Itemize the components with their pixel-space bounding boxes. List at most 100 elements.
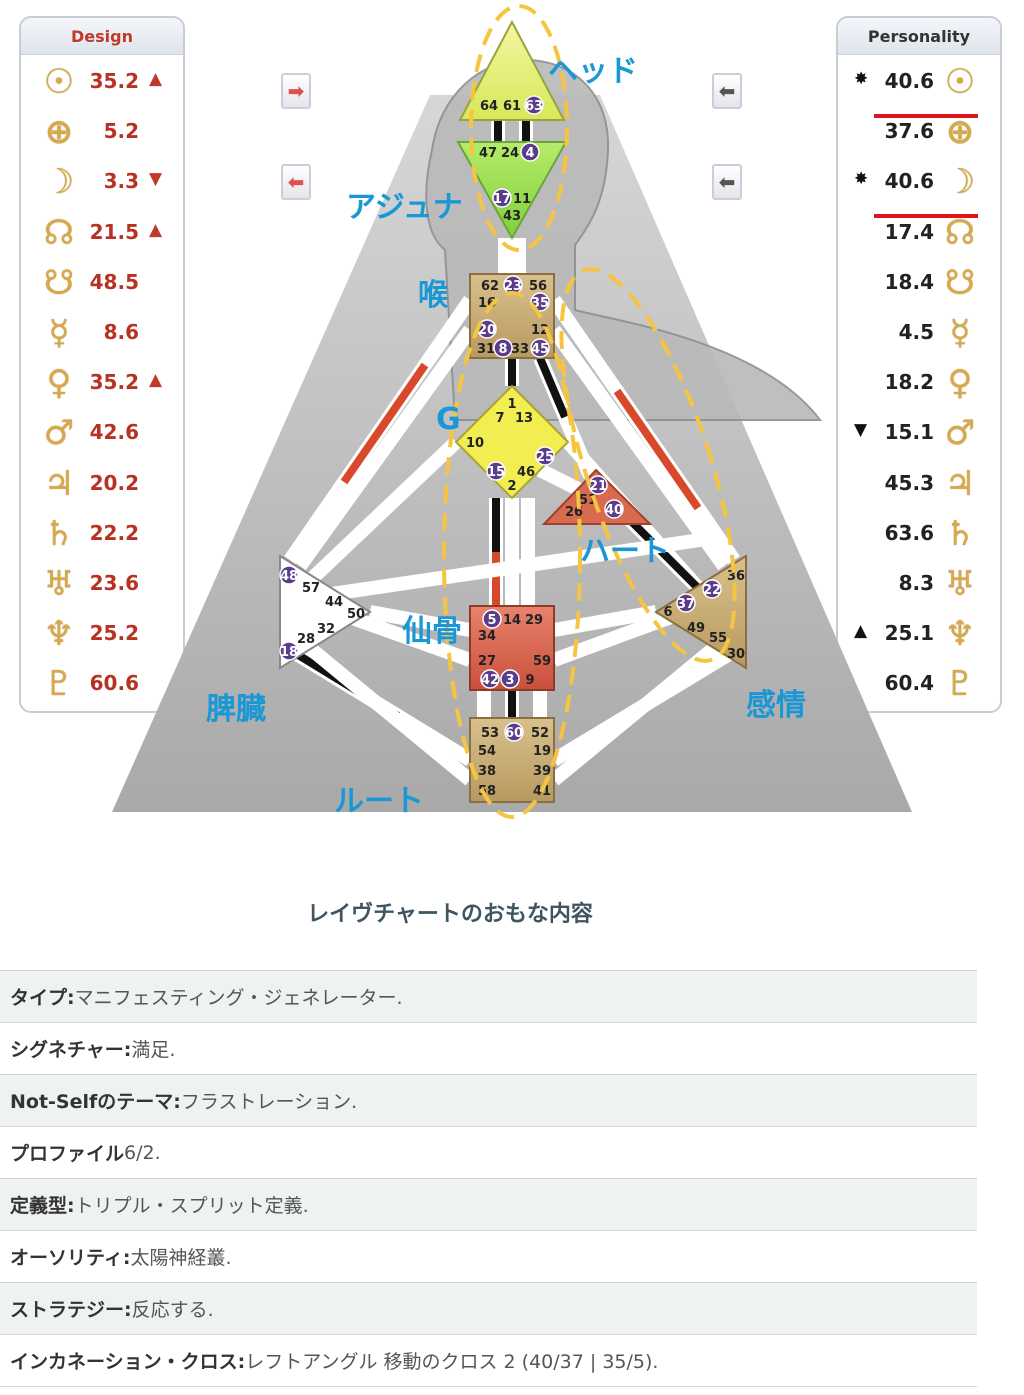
exalt-mark: ▲ — [854, 621, 868, 642]
personality-row: ☋18.4 — [838, 257, 1000, 307]
summary-value: マニフェスティング・ジェネレーター. — [74, 987, 403, 1009]
planet-value: 25.2 — [89, 621, 139, 646]
gate-number: 48 — [280, 569, 298, 584]
label-throat: 喉 — [418, 278, 448, 313]
red-underline — [874, 114, 978, 118]
planet-glyph-icon: ☉ — [944, 62, 976, 102]
design-row: ♂42.6 — [21, 407, 183, 457]
personality-row: ⊕ 37.6 — [838, 106, 1000, 156]
gate-circle — [492, 188, 512, 208]
summary-row: ストラテジー: 反応する. — [0, 1282, 977, 1334]
solar-plexus-center[interactable] — [654, 554, 747, 670]
gate-number: 32 — [317, 622, 335, 637]
gate-number: 13 — [515, 411, 533, 426]
gate-number: 5 — [487, 613, 496, 628]
summary-label: ストラテジー: — [10, 1299, 132, 1321]
gate-number: 45 — [531, 342, 549, 357]
design-row: ♆ 25.2 — [21, 608, 183, 658]
gate-circle — [530, 338, 550, 358]
personality-title: Personality — [838, 18, 1000, 55]
planet-glyph-icon: ♀ — [947, 363, 973, 404]
planet-glyph-icon: ♇ — [944, 664, 976, 705]
design-row: ♇60.6 — [21, 658, 183, 708]
summary-value: フラストレーション. — [180, 1091, 358, 1113]
summary-row: タイプ: マニフェスティング・ジェネレーター. — [0, 970, 977, 1022]
planet-value: 5.2 — [103, 119, 139, 144]
gate-circle — [482, 609, 502, 629]
channel — [295, 436, 461, 596]
personality-row: ♂15.1▼ — [838, 407, 1000, 457]
planet-value: 18.4 — [884, 269, 934, 294]
design-row: ♄22.2 — [21, 508, 183, 558]
planet-glyph-icon: ♃ — [944, 463, 976, 504]
planet-value: 45.3 — [884, 470, 934, 495]
gate-circle — [500, 669, 520, 689]
exalt-mark: ✸ — [854, 169, 869, 190]
gate-number: 62 — [481, 279, 499, 294]
label-sacral: 仙骨 — [402, 614, 462, 649]
highlight-oval-head-ajna — [469, 4, 569, 252]
planet-glyph-icon: ☽ — [43, 162, 75, 203]
gate-number: 7 — [495, 411, 504, 426]
head-center[interactable] — [458, 19, 566, 121]
gate-number: 2 — [507, 479, 516, 494]
label-heart: ハート — [580, 534, 670, 569]
red-right-arrow-button[interactable]: ➡ — [281, 73, 311, 109]
summary-value: レフトアングル 移動のクロス 2 (40/37 | 35/5). — [245, 1351, 659, 1373]
g-center[interactable] — [454, 384, 570, 500]
gate-number: 1 — [507, 397, 516, 412]
gate-circle — [279, 641, 299, 661]
gray-left-arrow-button-bottom[interactable]: ⬅ — [712, 164, 742, 200]
gate-number: 11 — [513, 192, 531, 207]
summary-value: 反応する. — [131, 1299, 214, 1321]
red-left-arrow-button[interactable]: ⬅ — [281, 164, 311, 200]
gate-circle — [493, 338, 513, 358]
gate-number: 29 — [525, 613, 543, 628]
gate-number: 39 — [533, 764, 551, 779]
channel — [552, 605, 658, 637]
design-row: ☋48.5 — [21, 257, 183, 307]
gate-number: 6 — [663, 605, 672, 620]
personality-row: ☉40.6✸ — [838, 56, 1000, 118]
gate-number: 55 — [709, 631, 727, 646]
personality-row: ☊17.4 — [838, 207, 1000, 257]
gate-number: 37 — [677, 597, 695, 612]
planet-glyph-icon: ♆ — [43, 614, 75, 655]
red-left-arrow-icon: ⬅ — [287, 170, 305, 194]
summary-title: レイヴチャートのおもな内容 — [307, 902, 593, 927]
gate-number: 53 — [481, 726, 499, 741]
channel-activation — [340, 362, 429, 485]
spleen-center[interactable] — [279, 554, 372, 670]
gate-circle — [535, 446, 555, 466]
planet-value: 22.2 — [89, 520, 139, 545]
summary-value: 満足. — [131, 1039, 176, 1061]
summary-label: Not-Selfのテーマ: — [10, 1091, 181, 1113]
channel-activation — [613, 388, 702, 511]
gate-number: 57 — [302, 581, 320, 596]
exalt-mark: ✸ — [854, 69, 869, 89]
planet-glyph-icon: ☊ — [43, 212, 75, 253]
exalt-mark: ▲ — [149, 69, 163, 89]
channel — [368, 605, 472, 637]
planet-value: 3.3 — [103, 169, 139, 194]
personality-row: ♇60.4 — [838, 658, 1000, 708]
planet-value: 4.5 — [898, 320, 934, 344]
gate-circle — [524, 95, 544, 115]
gate-circle — [676, 593, 696, 613]
planet-glyph-icon: ♆ — [944, 614, 976, 655]
planet-value: 60.6 — [89, 671, 139, 696]
summary-row: 定義型: トリプル・スプリット定義. — [0, 1178, 977, 1230]
planet-value: 8.6 — [103, 320, 139, 344]
planet-value: 37.6 — [884, 119, 934, 144]
gray-left-arrow-button-top[interactable]: ⬅ — [712, 73, 742, 109]
design-row: ♃20.2 — [21, 458, 183, 508]
planet-glyph-icon: ⊕ — [945, 112, 975, 153]
ajna-center[interactable] — [456, 141, 568, 241]
gate-number: 61 — [503, 99, 521, 114]
label-solar-plexus: 感情 — [746, 688, 806, 723]
summary-label: インカネーション・クロス: — [10, 1351, 246, 1373]
gate-circle — [702, 579, 722, 599]
planet-value: 23.6 — [89, 571, 139, 595]
